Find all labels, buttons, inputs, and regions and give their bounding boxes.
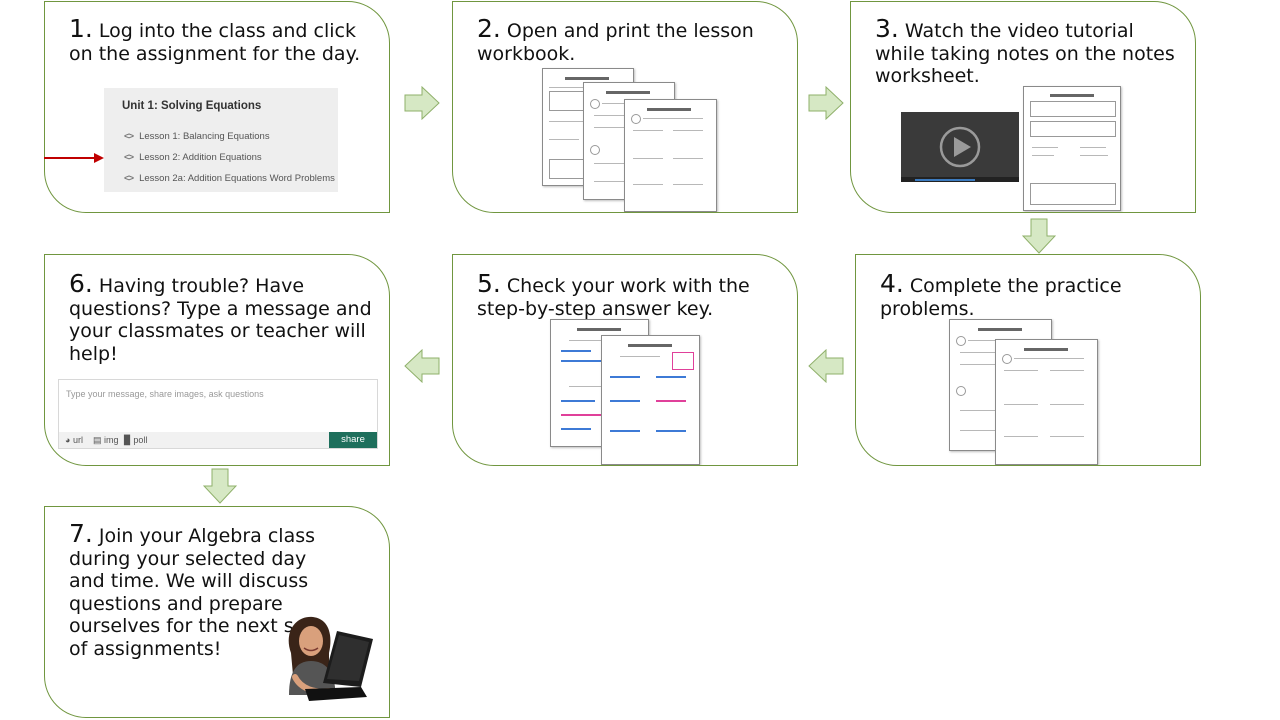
lesson-label: Lesson 2: Addition Equations [139, 152, 262, 163]
student-laptop-illustration [288, 616, 373, 701]
step-7-label: Join your Algebra class during your sele… [69, 525, 316, 660]
video-player[interactable] [901, 112, 1019, 182]
step-5-text: 5. Check your work with the step-by-step… [477, 271, 787, 320]
step-1-number: 1. [69, 14, 93, 43]
url-label: url [72, 435, 83, 445]
step-4-number: 4. [880, 269, 904, 298]
lesson-label: Lesson 2a: Addition Equations Word Probl… [139, 173, 335, 184]
step-4-text: 4. Complete the practice problems. [880, 271, 1190, 320]
lesson-item[interactable]: <> Lesson 1: Balancing Equations [124, 131, 270, 142]
step-7-text: 7. Join your Algebra class during your s… [69, 521, 321, 660]
step-5-number: 5. [477, 269, 501, 298]
arrow-left-icon [404, 349, 440, 383]
step-5-label: Check your work with the step-by-step an… [477, 275, 750, 320]
poll-tool-button[interactable]: ▉ poll [124, 435, 148, 445]
step-2-text: 2. Open and print the lesson workbook. [477, 16, 787, 65]
workbook-page-3 [624, 99, 717, 212]
step-4-label: Complete the practice problems. [880, 275, 1122, 320]
step-2-card: 2. Open and print the lesson workbook. [452, 1, 798, 213]
arrow-left-icon [808, 349, 844, 383]
step-1-label: Log into the class and click on the assi… [69, 20, 361, 65]
step-7-number: 7. [69, 519, 93, 548]
arrow-down-icon [1022, 218, 1056, 254]
lesson-item[interactable]: <> Lesson 2: Addition Equations [124, 152, 262, 163]
step-3-number: 3. [875, 14, 899, 43]
share-button[interactable]: share [329, 432, 377, 448]
step-3-label: Watch the video tutorial while taking no… [875, 20, 1175, 87]
code-icon: <> [124, 131, 134, 142]
step-2-number: 2. [477, 14, 501, 43]
step-3-text: 3. Watch the video tutorial while taking… [875, 16, 1185, 88]
notes-worksheet [1023, 86, 1121, 211]
arrow-down-icon [203, 468, 237, 504]
code-icon: <> [124, 152, 134, 163]
url-tool-button[interactable]: ◕ url [65, 435, 83, 445]
message-placeholder[interactable]: Type your message, share images, ask que… [66, 389, 264, 399]
course-title: Unit 1: Solving Equations [122, 100, 262, 112]
step-6-label: Having trouble? Have questions? Type a m… [69, 275, 372, 365]
lesson-label: Lesson 1: Balancing Equations [139, 131, 270, 142]
step-5-card: 5. Check your work with the step-by-step… [452, 254, 798, 466]
play-icon[interactable] [939, 126, 981, 168]
step-1-card: 1. Log into the class and click on the a… [44, 1, 390, 213]
step-6-text: 6. Having trouble? Have questions? Type … [69, 271, 385, 365]
lesson-item[interactable]: <> Lesson 2a: Addition Equations Word Pro… [124, 173, 335, 184]
message-box[interactable]: Type your message, share images, ask que… [58, 379, 378, 449]
step-6-card: 6. Having trouble? Have questions? Type … [44, 254, 390, 466]
step-3-card: 3. Watch the video tutorial while taking… [850, 1, 1196, 213]
step-6-number: 6. [69, 269, 93, 298]
video-progress-bar[interactable] [901, 177, 1019, 182]
pointer-arrow-icon [44, 153, 104, 163]
answer-key-page-2 [601, 335, 700, 465]
step-7-card: 7. Join your Algebra class during your s… [44, 506, 390, 718]
arrow-right-icon [808, 86, 844, 120]
arrow-right-icon [404, 86, 440, 120]
image-tool-button[interactable]: ▤ img [93, 435, 119, 445]
practice-page-2 [995, 339, 1098, 465]
code-icon: <> [124, 173, 134, 184]
message-toolbar: ◕ url ▤ img ▉ poll share [59, 432, 377, 448]
img-label: img [104, 435, 119, 445]
poll-label: poll [133, 435, 148, 445]
step-4-card: 4. Complete the practice problems. [855, 254, 1201, 466]
step-1-text: 1. Log into the class and click on the a… [69, 16, 379, 65]
course-panel: Unit 1: Solving Equations <> Lesson 1: Ba… [104, 88, 338, 192]
step-2-label: Open and print the lesson workbook. [477, 20, 754, 65]
